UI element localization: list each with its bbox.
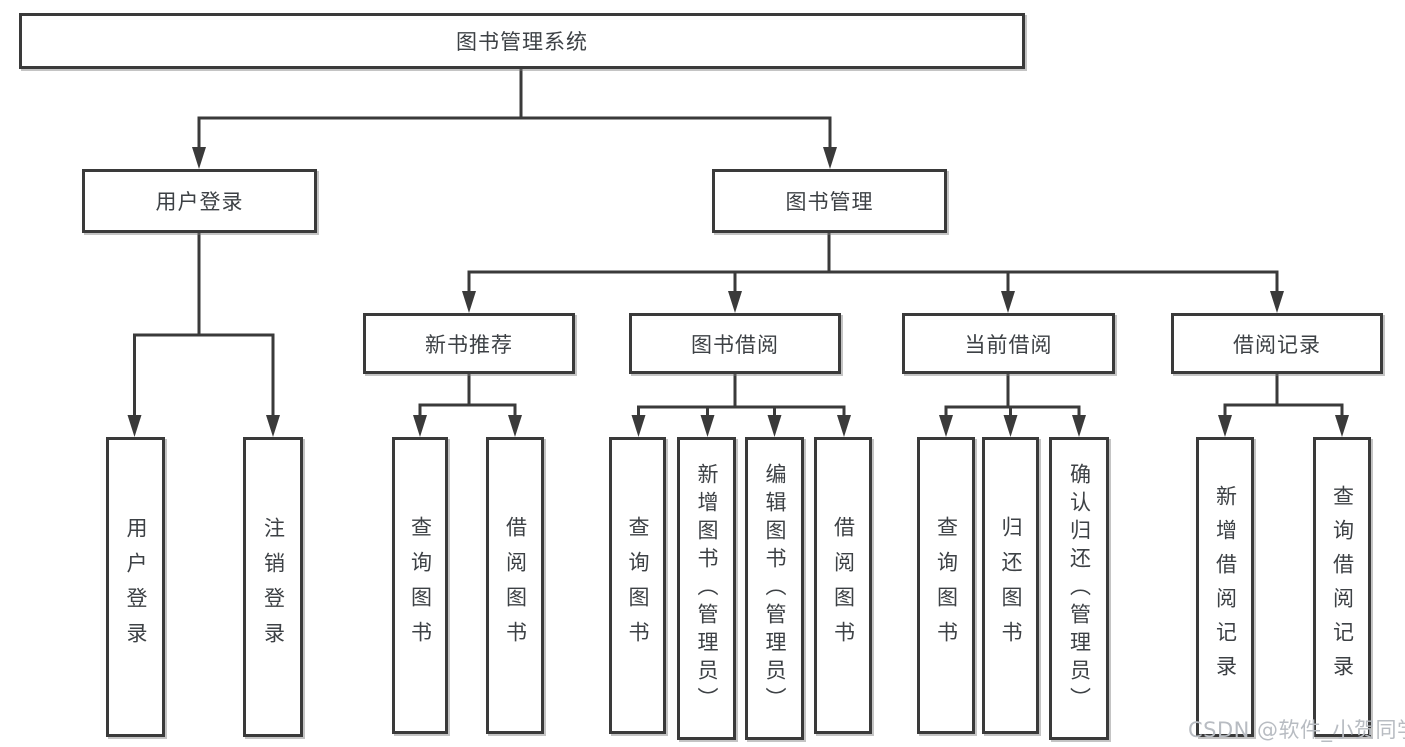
- leaf-br-add-record-label: 新增借阅记录: [1213, 485, 1238, 689]
- node-book-management: 图书管理: [712, 169, 947, 233]
- leaf-cb-confirm-return-admin-label: 确认归还（管理员）: [1067, 462, 1092, 715]
- node-current-borrow: 当前借阅: [902, 313, 1115, 374]
- leaf-nbr-query-books-label: 查询图书: [408, 515, 433, 656]
- node-user-login: 用户登录: [82, 169, 317, 233]
- leaf-nbr-borrow-books-label: 借阅图书: [503, 515, 528, 656]
- leaf-cb-return-books-label: 归还图书: [999, 515, 1023, 656]
- leaf-bb-edit-books-admin: 编辑图书（管理员）: [745, 437, 804, 740]
- leaf-user-login: 用户登录: [106, 437, 165, 737]
- node-current-borrow-label: 当前借阅: [964, 332, 1053, 357]
- leaf-bb-borrow-books: 借阅图书: [814, 437, 872, 734]
- leaf-logout-login: 注销登录: [243, 437, 303, 737]
- leaf-bb-borrow-books-label: 借阅图书: [831, 515, 856, 656]
- leaf-br-query-record: 查询借阅记录: [1313, 437, 1371, 737]
- leaf-br-add-record: 新增借阅记录: [1196, 437, 1254, 737]
- leaf-user-login-label: 用户登录: [124, 517, 148, 657]
- node-book-management-label: 图书管理: [785, 190, 874, 214]
- leaf-bb-edit-books-admin-label: 编辑图书（管理员）: [763, 462, 787, 715]
- node-new-book-recommend-label: 新书推荐: [425, 332, 513, 357]
- leaf-cb-query-books-label: 查询图书: [934, 515, 959, 656]
- node-root-label: 图书管理系统: [456, 30, 588, 54]
- leaf-br-query-record-label: 查询借阅记录: [1330, 485, 1355, 689]
- node-root: 图书管理系统: [19, 13, 1025, 69]
- leaf-cb-query-books: 查询图书: [917, 437, 975, 734]
- node-book-borrow-label: 图书借阅: [691, 332, 779, 357]
- node-book-borrow: 图书借阅: [629, 313, 841, 374]
- leaf-nbr-query-books: 查询图书: [392, 437, 448, 734]
- leaf-bb-add-books-admin-label: 新增图书（管理员）: [695, 462, 719, 715]
- leaf-bb-add-books-admin: 新增图书（管理员）: [677, 437, 736, 740]
- node-borrow-records: 借阅记录: [1171, 313, 1383, 374]
- node-new-book-recommend: 新书推荐: [363, 313, 575, 374]
- leaf-cb-confirm-return-admin: 确认归还（管理员）: [1049, 437, 1109, 740]
- leaf-cb-return-books: 归还图书: [982, 437, 1039, 734]
- node-borrow-records-label: 借阅记录: [1233, 332, 1321, 357]
- leaf-bb-query-books: 查询图书: [609, 437, 666, 734]
- node-user-login-label: 用户登录: [155, 190, 244, 214]
- leaf-nbr-borrow-books: 借阅图书: [486, 437, 544, 734]
- leaf-bb-query-books-label: 查询图书: [626, 515, 650, 656]
- leaf-logout-login-label: 注销登录: [261, 517, 286, 657]
- csdn-watermark: CSDN @软件_小贺同学: [1188, 718, 1405, 742]
